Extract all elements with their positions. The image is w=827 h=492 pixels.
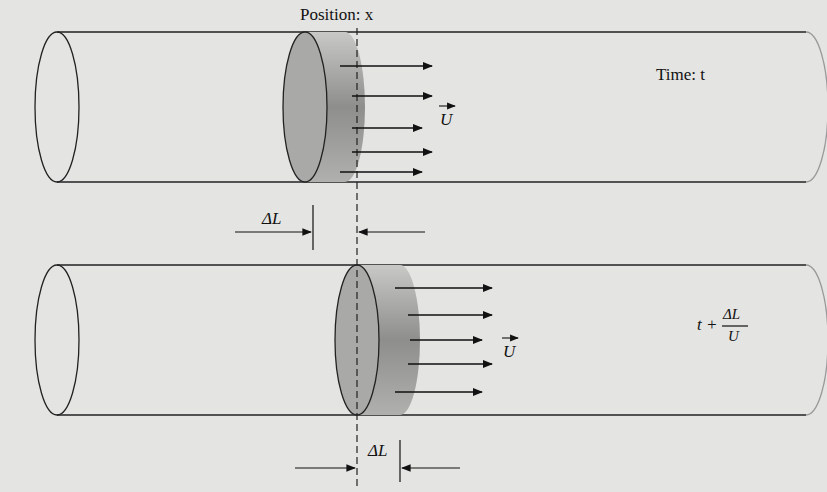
dimension-bottom [295,440,460,482]
pipe-bottom [35,265,827,415]
velocity-symbol: U [440,111,452,130]
fraction-numerator: ΔL [723,306,740,323]
dimension-label: ΔL [368,442,387,461]
dimension-top [235,205,425,250]
position-line [356,28,357,488]
fraction-denominator: U [728,328,739,345]
velocity-arrows-top [340,66,432,172]
velocity-arrows-bottom [395,288,492,392]
fluid-slab-top [283,32,365,182]
vector-arrow [502,337,518,338]
velocity-symbol: U [503,343,515,362]
fraction-bar [722,325,748,326]
dimension-label: ΔL [262,210,281,229]
time-label: t + [697,316,717,335]
vector-arrow [439,105,455,106]
time-label: Time: t [656,66,705,85]
pipe-top [35,32,827,182]
position-label: Position: x [300,6,373,25]
